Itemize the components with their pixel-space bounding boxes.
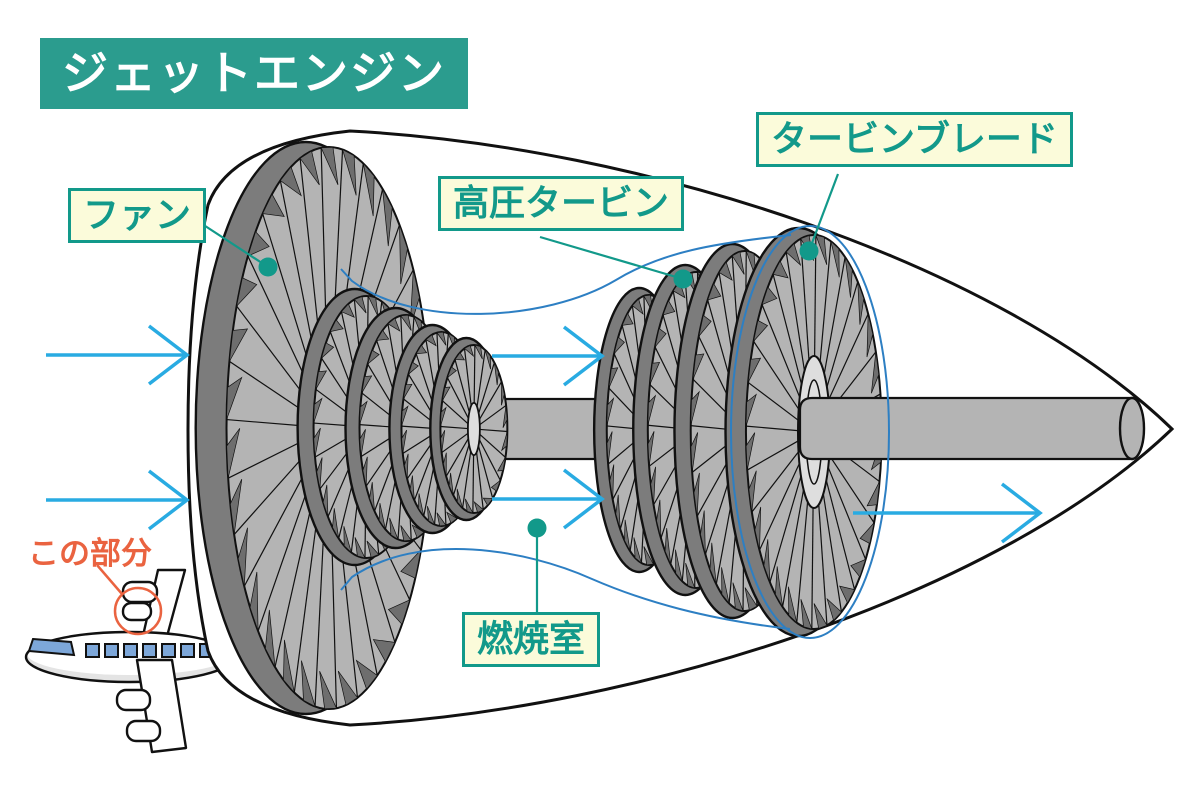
page-title: ジェットエンジン [40, 38, 468, 110]
airflow-arrow-mid-top [492, 325, 605, 387]
airplane-cockpit-window [27, 637, 76, 657]
airflow-arrow-inlet-top [46, 324, 190, 386]
airflow-arrow-exhaust [853, 482, 1043, 544]
pointer-dot-combustion-chamber [527, 518, 547, 538]
turbine-blade-outline-ellipse [730, 225, 890, 639]
label-this-part: この部分 [28, 528, 152, 573]
page-title-text: ジェットエンジン [62, 46, 446, 100]
airplane-window-6 [180, 643, 195, 658]
label-turbine-blade-text: タービンブレード [771, 119, 1058, 160]
airplane-engine-pod-lower-2 [125, 719, 162, 743]
label-turbine-blade: タービンブレード [756, 112, 1073, 168]
pointer-dot-high-pressure-turbine [673, 269, 693, 289]
flow-contour-top [340, 234, 792, 315]
label-combustion-chamber-text: 燃焼室 [477, 619, 586, 660]
compressor-disk-4-hub [466, 401, 481, 456]
airflow-arrow-inlet-bottom [46, 469, 190, 531]
this-part-leader-line [96, 564, 123, 595]
compressor-disk-4 [429, 336, 509, 522]
pointer-dot-fan [258, 257, 278, 277]
label-high-pressure-turbine: 高圧タービン [438, 176, 685, 232]
label-high-pressure-turbine-text: 高圧タービン [453, 183, 670, 224]
leader-line-fan [195, 219, 269, 268]
shaft-end-cap [1118, 396, 1146, 461]
engine-highlight-circle [113, 586, 163, 636]
airplane-window-1 [85, 643, 100, 658]
label-this-part-text: この部分 [28, 536, 152, 572]
label-fan: ファン [68, 188, 207, 244]
leader-line-high-pressure-turbine [539, 235, 684, 281]
flow-contour-bottom [340, 548, 791, 630]
airplane-engine-pod-lower-1 [115, 688, 152, 712]
airflow-arrow-mid-bottom [492, 468, 605, 530]
airplane-window-3 [123, 643, 138, 658]
airplane-illustration [24, 568, 236, 754]
airplane-window-5 [161, 643, 176, 658]
airplane-window-2 [104, 643, 119, 658]
airplane-engine-pod-upper-2 [121, 601, 153, 622]
label-fan-text: ファン [83, 195, 192, 236]
airplane-window-4 [142, 643, 157, 658]
shaft-right [798, 396, 1134, 461]
leader-line-turbine-blade [807, 173, 840, 252]
label-combustion-chamber: 燃焼室 [462, 612, 601, 668]
pointer-dot-turbine-blade [799, 241, 819, 261]
